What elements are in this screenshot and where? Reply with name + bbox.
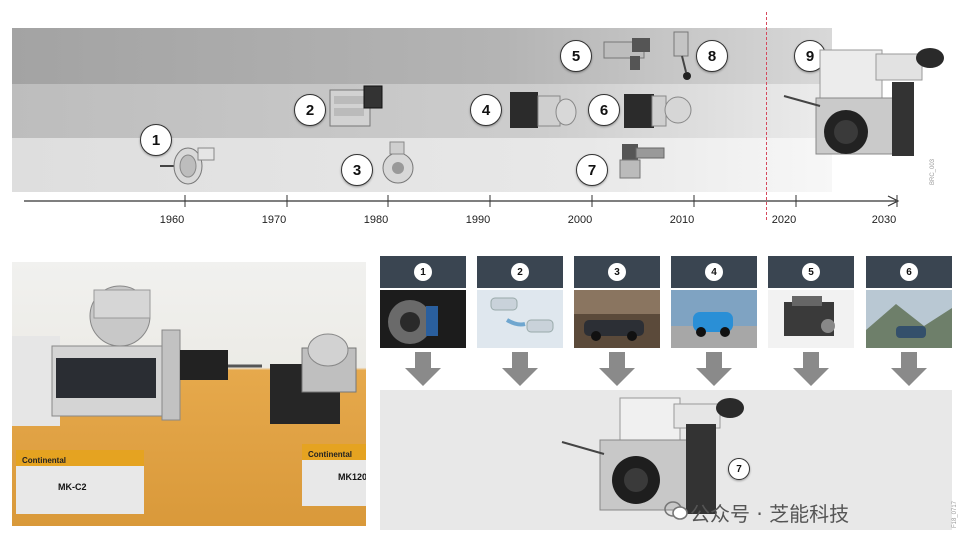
electric-car-thumbnail — [671, 290, 757, 348]
marker-5: 5 — [560, 40, 592, 72]
mk120-brand: Continental — [308, 450, 352, 459]
timeline-band-middle — [12, 84, 832, 138]
marker-6: 6 — [588, 94, 620, 126]
step-header-1: 1 — [380, 256, 466, 288]
marker-3: 3 — [341, 154, 373, 186]
year-label-2030: 2030 — [871, 214, 897, 226]
down-arrow-icon — [793, 352, 829, 386]
step-header-3: 3 — [574, 256, 660, 288]
parked-car-thumbnail — [574, 290, 660, 348]
present-day-divider — [766, 12, 767, 220]
year-label-1970: 1970 — [261, 214, 287, 226]
mk-c2-brand: Continental — [22, 456, 66, 465]
side-code-bottom: F18_0717 — [952, 500, 958, 528]
abs-unit-gen1-image — [329, 85, 383, 127]
down-arrow-icon — [696, 352, 732, 386]
down-arrow-icon — [502, 352, 538, 386]
mk120-unit-image — [270, 333, 357, 424]
step-number-3: 3 — [608, 263, 626, 281]
wechat-icon — [664, 501, 688, 520]
marker-2: 2 — [294, 94, 326, 126]
caliper-motor-image — [619, 144, 665, 179]
marker-7: 7 — [576, 154, 608, 186]
step-header-4: 4 — [671, 256, 757, 288]
abs-unit-gen2-image — [510, 92, 577, 128]
mk-c2-unit-image — [12, 285, 262, 426]
electric-parking-brake-image — [603, 38, 650, 70]
timeline-axis — [24, 195, 900, 207]
marker-4: 4 — [470, 94, 502, 126]
suv-landscape-thumbnail — [866, 290, 952, 348]
step-header-6: 6 — [866, 256, 952, 288]
year-label-1990: 1990 — [465, 214, 491, 226]
product-photo: Continental MK-C2 Continental MK120 — [12, 262, 366, 526]
step-number-6: 6 — [900, 263, 918, 281]
step-number-2: 2 — [511, 263, 529, 281]
marker-1: 1 — [140, 124, 172, 156]
marker-8: 8 — [696, 40, 728, 72]
timeline-band-bottom — [12, 138, 832, 192]
down-arrow-icon — [891, 352, 927, 386]
mk-c2-label-card — [16, 450, 144, 514]
integrated-brake-top-image — [783, 48, 944, 156]
mk-c2-model-label: MK-C2 — [58, 482, 87, 492]
step-number-1: 1 — [414, 263, 432, 281]
down-arrow-icon — [599, 352, 635, 386]
brake-disc-thumbnail — [380, 290, 466, 348]
down-arrow-icon — [405, 352, 441, 386]
year-label-2020: 2020 — [771, 214, 797, 226]
year-label-1980: 1980 — [363, 214, 389, 226]
step-header-2: 2 — [477, 256, 563, 288]
parking-assist-thumbnail — [477, 290, 563, 348]
year-label-1960: 1960 — [159, 214, 185, 226]
mk120-model-label: MK120 — [338, 472, 366, 482]
vacuum-pump-image — [382, 141, 414, 184]
year-label-2010: 2010 — [669, 214, 695, 226]
watermark-text: 公众号 · 芝能科技 — [690, 502, 850, 526]
esc-unit-image — [624, 94, 692, 128]
engine-thumbnail — [768, 290, 854, 348]
step-number-4: 4 — [705, 263, 723, 281]
timeline-band-top — [12, 28, 832, 84]
mk120-label-card — [302, 444, 366, 506]
panel-marker-7: 7 — [728, 458, 750, 480]
vacuum-booster-image — [160, 147, 215, 185]
year-label-2000: 2000 — [567, 214, 593, 226]
step-header-5: 5 — [768, 256, 854, 288]
actuator-image — [673, 31, 691, 80]
step-number-5: 5 — [802, 263, 820, 281]
integrated-brake-image — [561, 397, 744, 514]
